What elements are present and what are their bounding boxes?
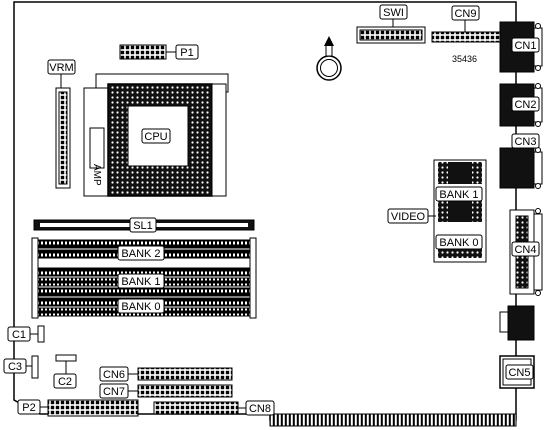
p2-header: P2 [17, 399, 139, 417]
bank0-label: BANK 0 [121, 301, 160, 313]
vrm-label: VRM [49, 62, 73, 74]
p2-label: P2 [22, 402, 35, 414]
cn4-label: CN4 [514, 244, 536, 256]
bank2-label: BANK 2 [121, 248, 160, 260]
cn6-header: CN6 [99, 366, 233, 382]
bank1-label: BANK 1 [121, 276, 160, 288]
cn9-label: CN9 [454, 8, 476, 20]
c1-jumper: C1 [7, 325, 45, 343]
cn2-label: CN2 [514, 99, 536, 111]
cn7-header: CN7 [99, 383, 233, 399]
cn8-label: CN8 [249, 403, 271, 415]
cn7-label: CN7 [103, 386, 125, 398]
c2-label: C2 [58, 376, 72, 388]
p1-label: P1 [180, 47, 193, 59]
video-label-box: VIDEO [387, 208, 436, 224]
cn9-header [431, 31, 501, 43]
cn6-label: CN6 [103, 369, 125, 381]
edge-connector [269, 413, 517, 427]
p1-header: P1 [119, 44, 199, 60]
video-label: VIDEO [391, 211, 426, 223]
cn4-connector: CN4 [509, 208, 543, 296]
small-port [499, 305, 535, 341]
c2-jumper: C2 [53, 354, 77, 389]
swi-label-box: SWI [379, 4, 408, 27]
cn8-header: CN8 [153, 400, 275, 416]
video-bank1-label: BANK 1 [439, 189, 478, 201]
sl1-label: SL1 [133, 220, 153, 232]
part-number: 35436 [452, 54, 477, 64]
cpu-socket: CPU AMP [83, 73, 229, 197]
cn5-connector: CN5 [499, 355, 535, 389]
vrm-slot: VRM [47, 59, 76, 189]
sl1-slot: SL1 [33, 217, 255, 233]
battery [316, 36, 342, 81]
cn1-connector: CN1 [499, 21, 543, 73]
c3-label: C3 [8, 361, 22, 373]
swi-label: SWI [383, 7, 404, 19]
swi-switch [356, 26, 426, 44]
cn5-label: CN5 [508, 367, 530, 379]
c3-jumper: C3 [3, 355, 39, 379]
cn9-label-box: CN9 [451, 5, 480, 32]
video-memory: BANK 1 BANK 0 [433, 159, 487, 263]
cn1-label: CN1 [514, 40, 536, 52]
c1-label: C1 [12, 329, 26, 341]
amp-label: AMP [91, 164, 102, 186]
memory-banks: BANK 2 BANK 1 BANK 0 [31, 237, 257, 319]
cpu-label: CPU [144, 131, 167, 143]
cn2-connector: CN2 [499, 83, 543, 127]
cn3-connector: CN3 [499, 133, 543, 189]
cn3-label: CN3 [514, 136, 536, 148]
video-bank0-label: BANK 0 [439, 237, 478, 249]
